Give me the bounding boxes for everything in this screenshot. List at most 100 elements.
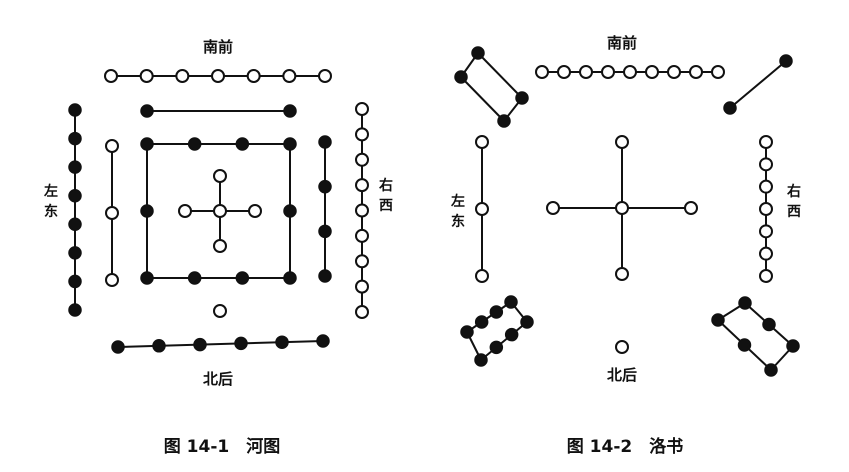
hetu-caption: 图 14-1 河图 [164,437,280,457]
hetu-dot-top-inner [140,104,154,118]
luoshu-label-bottom: 北后 [607,366,637,384]
hetu-dot-top-outer [175,69,190,83]
hetu-dot-top-outer [282,69,297,83]
hetu-dot-center-square [140,271,154,285]
luoshu-dot-bottom-right [762,317,776,332]
hetu-dot-left-outer [68,160,82,174]
hetu-label-bottom: 北后 [203,370,233,388]
hetu-dot-left-outer [68,246,82,260]
hetu-dot-left-inner [105,206,119,220]
hetu-dot-center-cross [178,204,192,218]
luoshu-dot-top-left [454,70,468,84]
hetu-dot-left-outer [68,217,82,232]
hetu-dot-bottom-outer [275,335,289,349]
hetu-dot-right-inner [318,269,332,283]
luoshu-dot-center [615,201,629,215]
luoshu-dot-bottom-left [474,353,488,367]
luoshu-dot-center [615,267,629,281]
luoshu-dot-top [557,65,571,79]
hetu-dot-right-inner [318,135,332,149]
hetu-dot-top-outer [139,69,154,83]
luoshu-dot-top-left [471,46,485,60]
hetu-label-right: 右西 [378,177,393,214]
hetu-dot-center-square [283,271,297,285]
luoshu-dot-right [759,246,773,261]
hetu-dot-right-outer [355,152,369,167]
hetu-dot-right-outer [355,127,369,142]
hetu-dot-left-outer [68,274,82,289]
hetu-dot-left-outer [68,131,82,146]
luoshu-dot-bottom-left [504,327,519,342]
hetu-dot-bottom-outer [316,334,330,348]
luoshu-caption: 图 14-2 洛书 [567,436,683,457]
luoshu-dot-right [759,157,773,172]
luoshu-label-top: 南前 [607,34,637,52]
hetu-dot-bottom-outer [193,337,207,352]
hetu-dot-right-inner [318,224,332,239]
hetu-dot-left-inner [105,273,119,287]
hetu-dot-right-outer [355,203,369,218]
hetu-dot-right-outer [355,228,369,243]
hetu-dot-center-cross [213,204,227,218]
hetu-dot-left-outer [68,188,82,203]
hetu-dot-top-outer [246,69,261,83]
hetu-dot-top-outer [104,69,118,83]
luoshu-dot-bottom [615,340,629,354]
luoshu-dot-bottom-left [474,315,489,329]
luoshu-dot-center [684,201,698,215]
hetu-dot-center-square [140,204,154,218]
hetu-dot-center-square [283,137,297,151]
luoshu-dot-bottom-right [737,338,752,352]
luoshu-dot-right [759,135,773,149]
luoshu-dot-right [759,179,773,194]
luoshu-label-right: 右西 [786,183,801,220]
luoshu-dot-center [615,135,629,149]
luoshu-dot-right [759,224,773,239]
hetu-dot-center-square [235,137,250,151]
hetu-dot-center-square [187,271,202,285]
luoshu-dot-top-right [723,101,737,115]
luoshu-dot-left [475,202,489,216]
hetu-dot-center-square [283,204,297,218]
hetu-dot-top-outer [211,69,225,83]
luoshu-dot-left [475,135,489,149]
luoshu-dot-top [711,65,725,79]
hetu-dot-bottom-outer [111,340,125,354]
hetu-dot-center-square [235,271,250,285]
hetu-dot-center-square [187,137,202,151]
connector-line [729,60,787,109]
luoshu-dot-bottom-left [520,315,534,329]
luoshu-dot-top [601,65,615,79]
hetu-dot-right-outer [355,254,369,269]
luoshu-dot-top [579,65,593,79]
hetu-dot-top-inner [283,104,297,118]
hetu-dot-left-outer [68,303,82,317]
luoshu-dot-top [689,65,703,79]
luoshu-dot-bottom-right [711,313,725,327]
luoshu-dot-right [759,269,773,283]
luoshu-dot-bottom-left [489,340,504,355]
luoshu-dot-center [546,201,560,215]
hetu-dot-center-cross [248,204,262,218]
luoshu-dot-left [475,269,489,283]
hetu-dot-bottom-outer [234,336,248,351]
hetu-dot-right-outer [355,178,369,193]
connector-line [480,321,528,361]
hetu-dot-center-cross [213,239,227,253]
hetu-label-top: 南前 [203,38,233,56]
connector-line [460,76,505,122]
luoshu-dot-top [623,65,637,79]
hetu-dot-bottom-outer [152,339,166,353]
luoshu-dot-bottom-right [786,339,800,353]
hetu-dot-center-square [140,137,154,151]
hetu-dot-bottom-inner [213,304,227,318]
luoshu-dot-top [667,65,681,79]
connector-line [477,52,523,99]
luoshu-figure: 南前 北后 左东 右西 图 14-2 洛书 [450,34,801,457]
luoshu-dot-bottom-left [460,325,474,339]
hetu-dot-left-inner [105,139,119,153]
luoshu-dot-bottom-left [489,305,504,319]
luoshu-dot-top-left [515,91,529,105]
luoshu-dot-bottom-right [738,296,752,310]
